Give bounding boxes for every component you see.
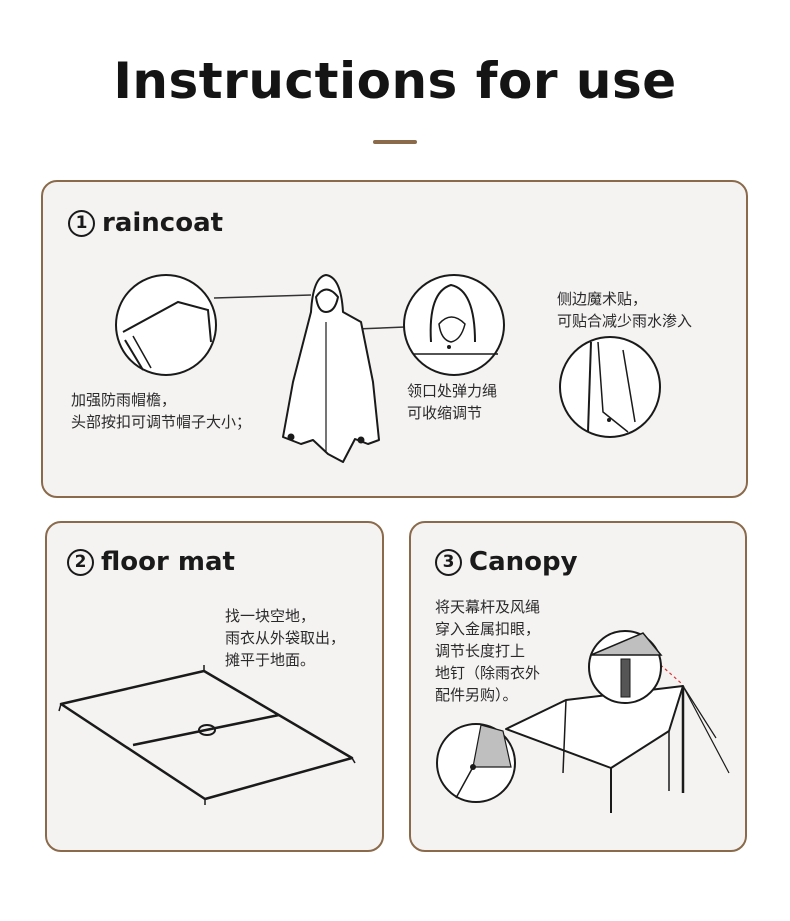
side-note: 侧边魔术贴， 可贴合减少雨水渗入 <box>557 288 692 332</box>
note-line: 可收缩调节 <box>407 404 483 422</box>
note-line: 将天幕杆及风绳 <box>435 598 541 616</box>
raincoat-heading-text: raincoat <box>102 208 224 238</box>
note-line: 穿入金属扣眼， <box>435 620 541 638</box>
note-line: 领口处弹力绳 <box>407 382 498 400</box>
note-line: 雨衣从外袋取出， <box>225 629 346 647</box>
canopy-note: 将天幕杆及风绳 穿入金属扣眼， 调节长度打上 地钉（除雨衣外 配件另购）。 <box>435 596 540 706</box>
title-divider <box>373 140 417 144</box>
canopy-illustration <box>436 630 730 813</box>
floor-mat-heading-text: floor mat <box>101 547 235 577</box>
note-line: 可贴合减少雨水渗入 <box>557 312 693 330</box>
stake-detail-icon <box>436 723 516 803</box>
raincoat-illustration <box>115 274 661 463</box>
note-line: 头部按扣可调节帽子大小； <box>71 413 252 431</box>
canopy-heading-text: Canopy <box>469 547 578 577</box>
step-number-badge: 2 <box>67 548 94 576</box>
step-number-badge: 3 <box>435 548 462 576</box>
canopy-heading: 3 Canopy <box>435 547 578 577</box>
note-line: 侧边魔术贴， <box>557 290 648 308</box>
floor-mat-card: 2 floor mat 找一块空地， 雨衣从外袋取出， 摊平于地面。 <box>45 521 384 852</box>
floor-mat-illustration <box>58 665 356 805</box>
collar-note: 领口处弹力绳 可收缩调节 <box>407 380 497 424</box>
note-line: 找一块空地， <box>225 607 316 625</box>
note-line: 配件另购）。 <box>435 686 518 704</box>
floor-mat-icon <box>58 665 356 805</box>
canopy-tarp-icon <box>505 685 730 813</box>
side-velcro-detail-icon <box>559 336 661 438</box>
step-number-badge: 1 <box>68 209 95 237</box>
hood-brim-detail-icon <box>115 274 217 376</box>
note-line: 地钉（除雨衣外 <box>435 664 541 682</box>
pole-grommet-detail-icon <box>588 630 663 704</box>
page-title: Instructions for use <box>113 52 677 110</box>
note-line: 摊平于地面。 <box>225 651 316 669</box>
poncho-icon <box>282 274 380 463</box>
note-line: 加强防雨帽檐， <box>71 391 177 409</box>
note-line: 调节长度打上 <box>435 642 526 660</box>
brim-note: 加强防雨帽檐， 头部按扣可调节帽子大小； <box>71 389 251 433</box>
canopy-card: 3 Canopy 将天幕杆及风绳 穿入金属扣眼， 调节长度打上 地钉（除雨衣外 … <box>409 521 747 852</box>
raincoat-heading: 1 raincoat <box>68 208 223 238</box>
raincoat-card: 1 raincoat <box>41 180 748 498</box>
floor-mat-note: 找一块空地， 雨衣从外袋取出， 摊平于地面。 <box>225 605 345 671</box>
floor-mat-heading: 2 floor mat <box>67 547 235 577</box>
collar-cord-detail-icon <box>403 274 505 376</box>
